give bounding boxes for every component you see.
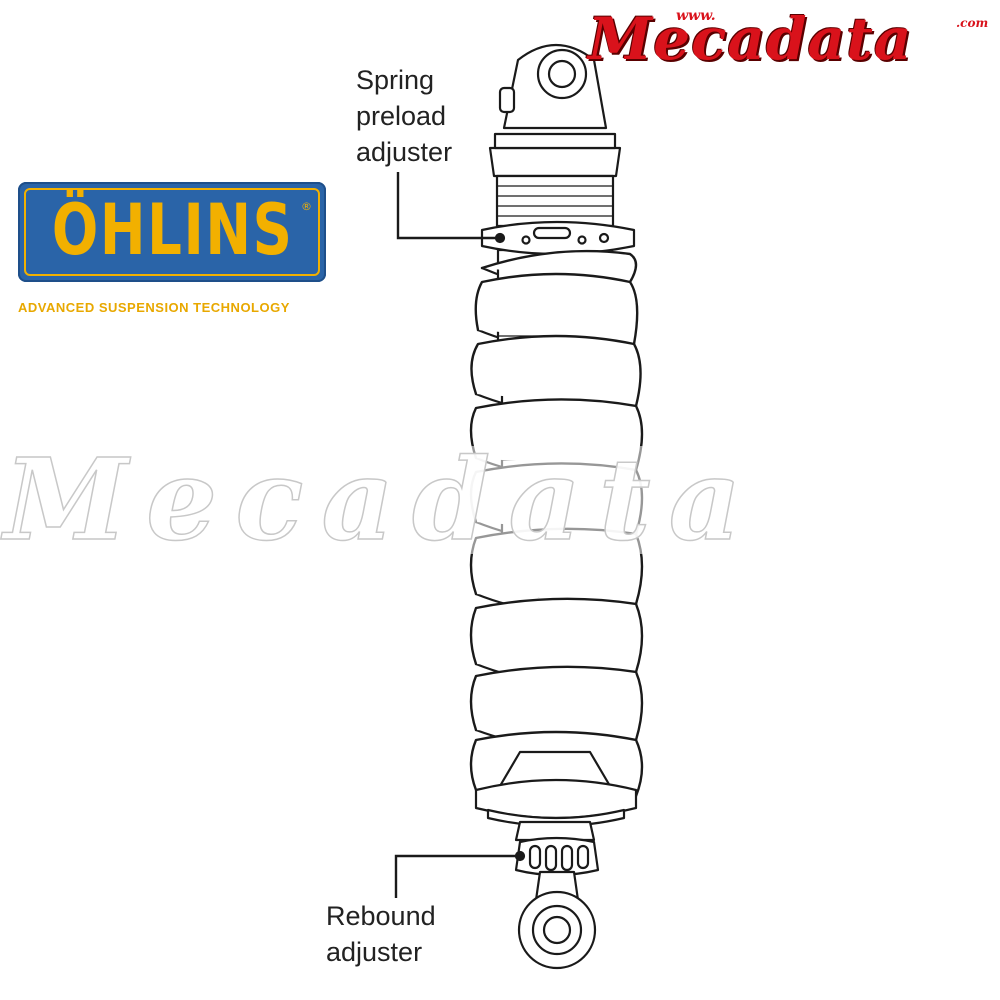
rebound-adjuster-knob (514, 836, 600, 877)
ohlins-logo: ÖHLINS ® (18, 182, 326, 282)
preload-adjuster-ring (480, 220, 636, 256)
spring-preload-label-line-3: adjuster (356, 137, 453, 167)
preload-leader-line (396, 172, 500, 240)
registered-mark: ® (301, 200, 312, 213)
watermark-band: Mecadata (0, 435, 1000, 566)
lower-spring-seat (474, 750, 638, 842)
ohlins-tagline: ADVANCED SUSPENSION TECHNOLOGY (18, 300, 290, 315)
top-mount (493, 43, 617, 150)
mecadata-logo-word: Mecadata (588, 5, 913, 73)
spring-preload-label-line-1: Spring (356, 65, 435, 95)
spring-preload-label-line-2: preload (356, 101, 447, 131)
mecadata-com: .com (956, 16, 989, 30)
rebound-label-line-2: adjuster (326, 937, 423, 967)
mecadata-logo: Mecadata www. .com (588, 4, 998, 74)
rebound-label-line-1: Rebound (326, 901, 436, 931)
rebound-leader-line (394, 854, 520, 898)
bottom-eyelet (517, 870, 597, 970)
mecadata-www: www. (676, 8, 716, 24)
ohlins-logo-border (24, 188, 320, 276)
ohlins-logo-word: ÖHLINS (51, 189, 294, 271)
watermark-logo: Mecadata (3, 435, 760, 567)
